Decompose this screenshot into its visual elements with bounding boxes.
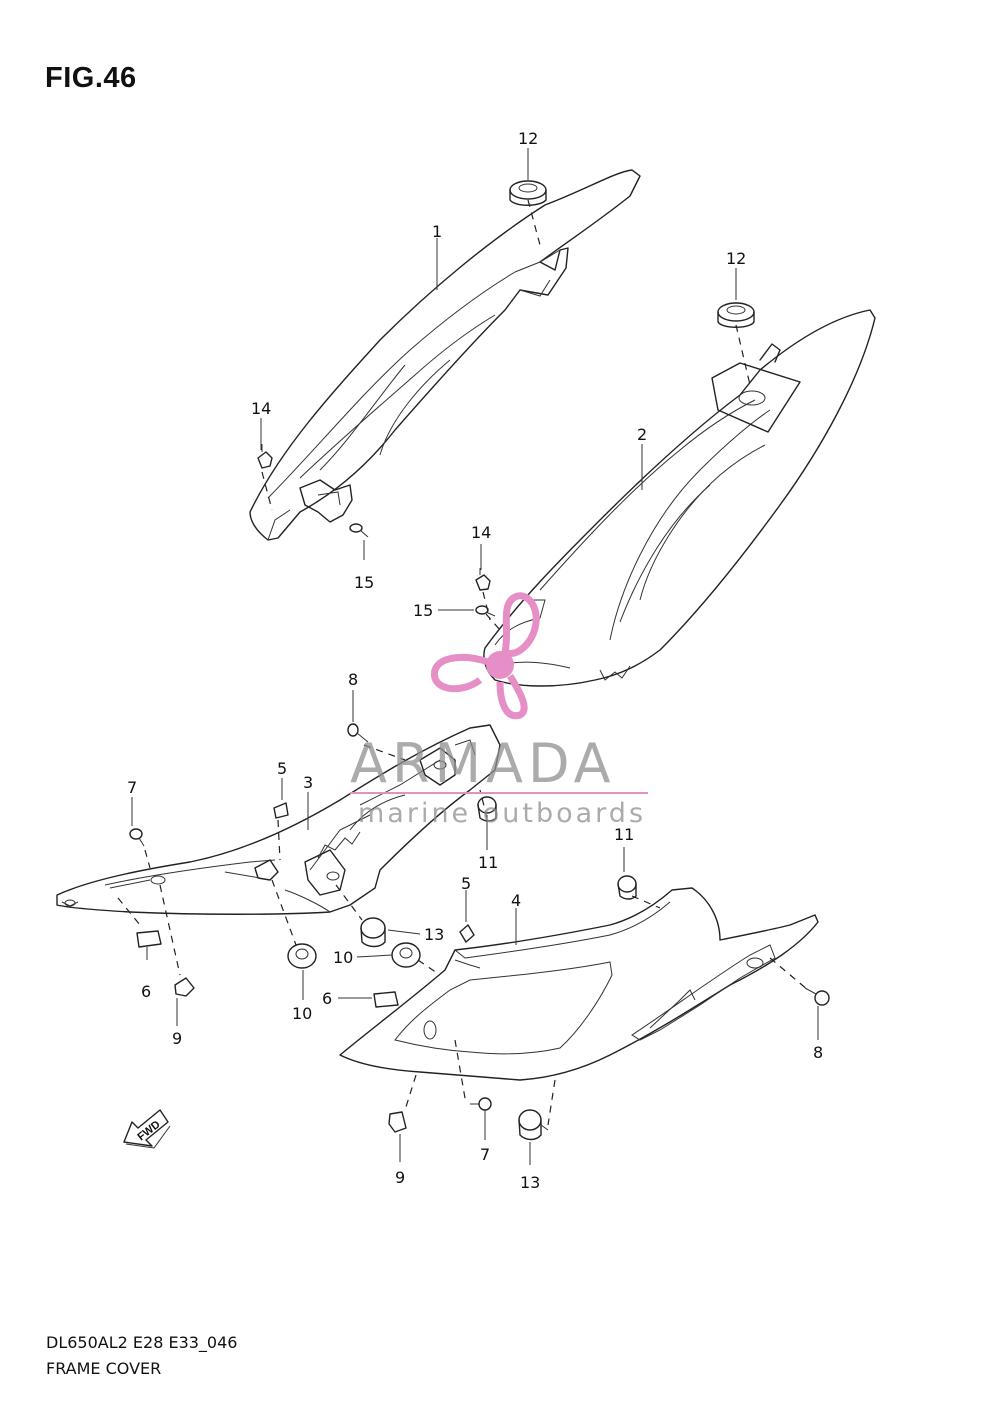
part-6-cushion-right: [373, 991, 399, 1008]
callout-13-left: 13: [424, 925, 444, 944]
part-5-cushion-right: [459, 924, 475, 943]
part-9-nut-bottom: [388, 1111, 407, 1133]
part-10-grommet-right: [391, 942, 421, 968]
leader-lines: [131, 148, 819, 1165]
part-7-screw-bottom: [470, 1097, 492, 1111]
callout-6-left: 6: [141, 982, 151, 1001]
callout-12-upper: 12: [518, 129, 538, 148]
alignment-lines: [117, 199, 809, 1126]
propeller-logo-icon: [431, 592, 540, 720]
callout-10-right: 10: [333, 948, 353, 967]
callout-9-bottom: 9: [395, 1168, 405, 1187]
part-7-screw-left: [129, 828, 145, 847]
part-15-screw-middle: [475, 605, 496, 617]
callout-5-left: 5: [277, 759, 287, 778]
callout-8-right: 8: [813, 1043, 823, 1062]
callout-6-right: 6: [322, 989, 332, 1008]
part-14-clip-middle: [475, 568, 491, 591]
callout-11-left: 11: [478, 853, 498, 872]
part-1-frame-cover: [249, 169, 641, 541]
callout-10-left: 10: [292, 1004, 312, 1023]
part-6-cushion-left: [136, 930, 162, 948]
callout-4: 4: [511, 891, 521, 910]
callout-2: 2: [637, 425, 647, 444]
callout-13-bottom: 13: [520, 1173, 540, 1192]
callout-1: 1: [432, 222, 442, 241]
armada-watermark: ARMADA marine outboards: [350, 592, 648, 829]
part-13-cushion-left: [360, 917, 386, 948]
part-11-cushion-right: [617, 875, 637, 900]
callout-7-bottom: 7: [480, 1145, 490, 1164]
watermark-tagline: marine outboards: [358, 798, 646, 829]
callout-3: 3: [303, 773, 313, 792]
part-15-screw-upper: [349, 523, 369, 538]
figure-name: FRAME COVER: [46, 1359, 162, 1378]
callout-8-upper: 8: [348, 670, 358, 689]
part-10-grommet-left: [287, 943, 317, 969]
part-4-frame-cover: [339, 887, 819, 1081]
callout-14-upper: 14: [251, 399, 271, 418]
part-14-clip-upper: [257, 444, 273, 469]
callout-14-middle: 14: [471, 523, 491, 542]
callout-7-left: 7: [127, 778, 137, 797]
part-12-grommet-right: [717, 302, 755, 328]
watermark-brand: ARMADA: [350, 732, 616, 795]
fwd-label: FWD: [135, 1118, 162, 1143]
figure-title: FIG.46: [45, 62, 137, 94]
part-9-nut-left: [174, 977, 195, 997]
part-2-frame-cover: [483, 309, 876, 687]
part-12-grommet-upper: [509, 180, 547, 206]
callout-15-upper: 15: [354, 573, 374, 592]
callout-9-left: 9: [172, 1029, 182, 1048]
part-5-cushion-left: [273, 802, 289, 819]
callout-12-right: 12: [726, 249, 746, 268]
part-13-cushion-bottom: [518, 1109, 549, 1141]
callout-11-right: 11: [614, 825, 634, 844]
part-8-screw-right: [804, 987, 830, 1006]
callout-15-middle: 15: [413, 601, 433, 620]
model-code: DL650AL2 E28 E33_046: [46, 1333, 238, 1352]
part-8-screw-upper: [347, 723, 369, 743]
forward-arrow-icon: FWD: [123, 1109, 171, 1149]
callout-labels: 12 1 14 15 12 2 14 15 8 5 3 7 11 13 10 6…: [127, 129, 823, 1192]
part-11-cushion-left: [477, 796, 497, 822]
callout-5-right: 5: [461, 874, 471, 893]
